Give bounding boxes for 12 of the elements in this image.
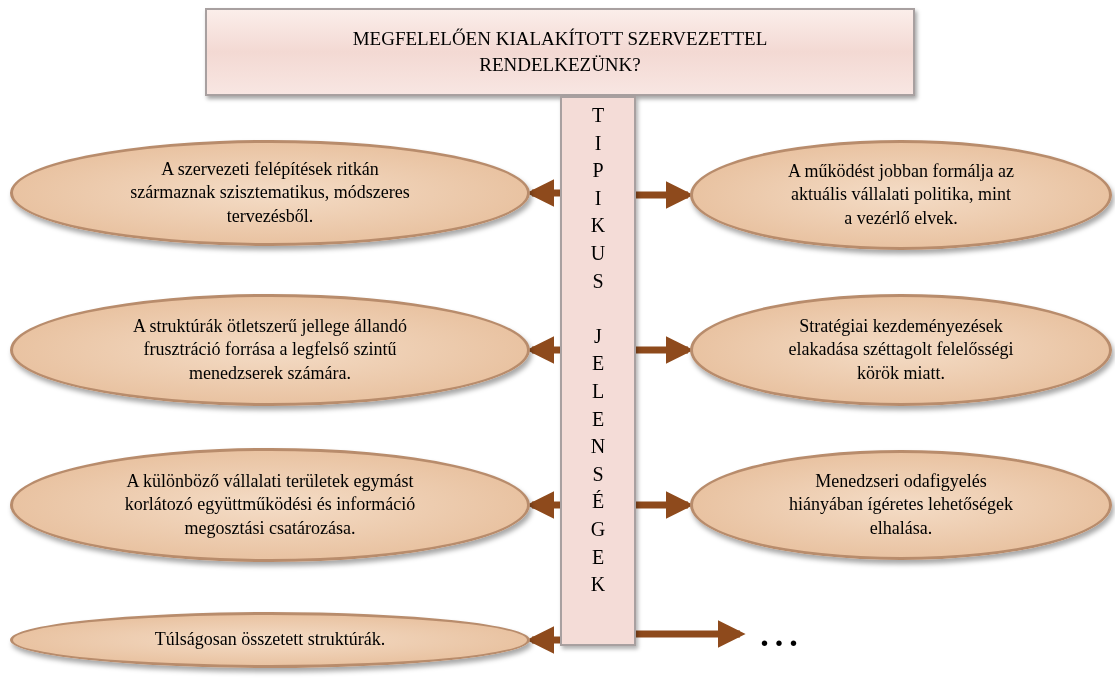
ellipse-node: Menedzseri odafigyelés hiányában ígéretes lehetőségek elhalása. [690,450,1112,560]
ellipse-node: Stratégiai kezdeményezések elakadása széttagolt felelősségi körök miatt. [690,294,1112,406]
vertical-text: TIPIKUS JELENSÉGEK [589,103,607,598]
ellipse-node: A struktúrák ötletszerű jellege állandó frusztráció forrása a legfelső szintű menedzserek számára. [10,294,530,406]
ellipse-node: A működést jobban formálja az aktuális vállalati politika, mint a vezérlő elvek. [690,140,1112,250]
ellipse-node: Túlságosan összetett struktúrák. [10,612,530,668]
title-box: MEGFELELŐEN KIALAKÍTOTT SZERVEZETTEL RENDELKEZÜNK? [205,8,915,96]
ellipse-node: A különböző vállalati területek egymást korlátozó együttműködési és információ megosztási csatározása. [10,448,530,562]
vertical-label-box [560,96,636,646]
ellipsis-text: ... [742,612,822,656]
ellipse-node: A szervezeti felépítések ritkán származnak szisztematikus, módszeres tervezésből. [10,140,530,246]
arrow [636,620,746,648]
